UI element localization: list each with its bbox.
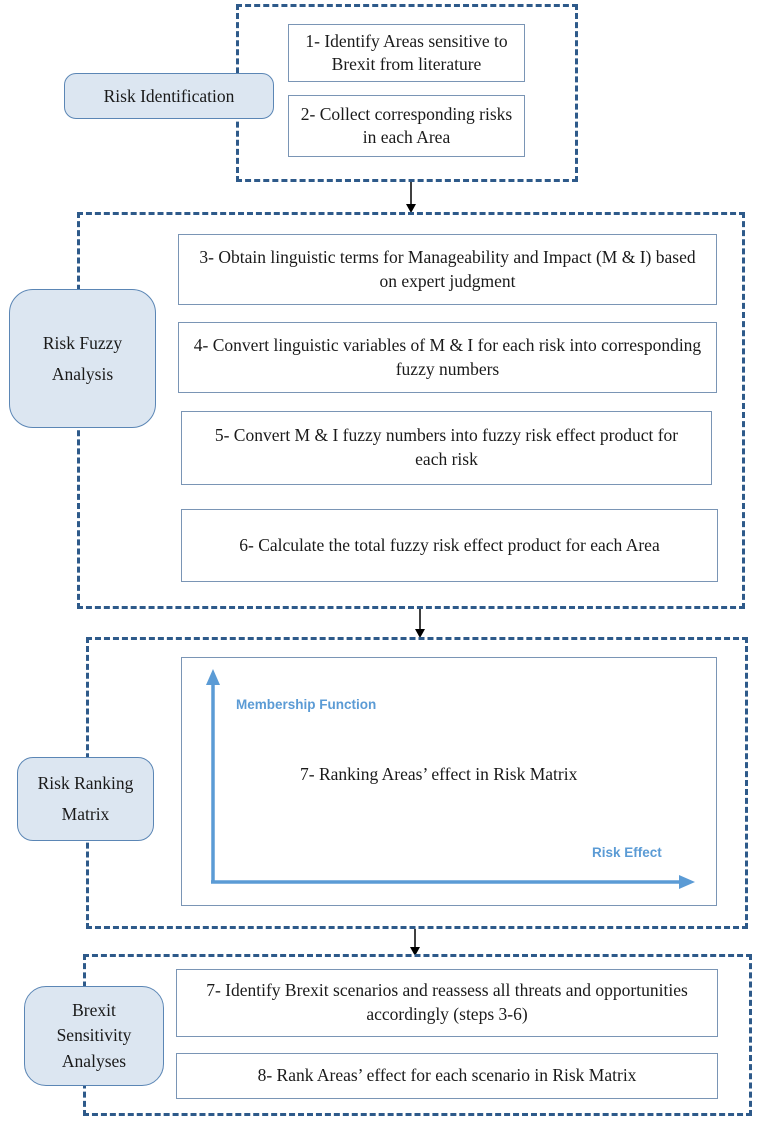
- risk-fuzzy-analysis-label-text: Risk Fuzzy Analysis: [42, 332, 123, 384]
- risk-ranking-matrix-label: Risk Ranking Matrix: [17, 757, 154, 841]
- step-6-text: 6- Calculate the total fuzzy risk effect…: [239, 534, 660, 555]
- step-7-scenarios-box: 7- Identify Brexit scenarios and reasses…: [176, 969, 718, 1037]
- arrow-down-1: [406, 182, 416, 213]
- risk-identification-label: Risk Identification: [64, 73, 274, 119]
- x-axis-label: Risk Effect: [592, 845, 662, 860]
- step-4-box: 4- Convert linguistic variables of M & I…: [178, 322, 717, 393]
- step-5-box: 5- Convert M & I fuzzy numbers into fuzz…: [181, 411, 712, 485]
- step-6-box: 6- Calculate the total fuzzy risk effect…: [181, 509, 718, 582]
- risk-identification-label-text: Risk Identification: [103, 85, 235, 106]
- step-7-scenarios-text: 7- Identify Brexit scenarios and reasses…: [206, 980, 688, 1024]
- step-3-box: 3- Obtain linguistic terms for Manageabi…: [178, 234, 717, 305]
- brexit-sensitivity-label-text: Brexit Sensitivity Analyses: [56, 999, 132, 1071]
- step-4-text: 4- Convert linguistic variables of M & I…: [193, 334, 702, 379]
- arrow-down-2: [415, 609, 425, 638]
- step-2-box: 2- Collect corresponding risks in each A…: [288, 95, 525, 157]
- step-7-ranking-text: 7- Ranking Areas’ effect in Risk Matrix: [300, 764, 578, 784]
- step-8-text: 8- Rank Areas’ effect for each scenario …: [257, 1065, 637, 1086]
- risk-ranking-matrix-label-text: Risk Ranking Matrix: [37, 773, 134, 824]
- arrow-down-3: [410, 929, 420, 956]
- brexit-sensitivity-label: Brexit Sensitivity Analyses: [24, 986, 164, 1086]
- y-axis-label: Membership Function: [236, 697, 377, 712]
- step-2-text: 2- Collect corresponding risks in each A…: [300, 104, 513, 147]
- step-1-text: 1- Identify Areas sensitive to Brexit fr…: [305, 31, 508, 74]
- step-1-box: 1- Identify Areas sensitive to Brexit fr…: [288, 24, 525, 82]
- risk-matrix-axes: [206, 669, 695, 889]
- risk-fuzzy-analysis-label: Risk Fuzzy Analysis: [9, 289, 156, 428]
- risk-matrix-box: [181, 657, 717, 906]
- step-3-text: 3- Obtain linguistic terms for Manageabi…: [199, 246, 696, 291]
- step-8-box: 8- Rank Areas’ effect for each scenario …: [176, 1053, 718, 1099]
- step-5-text: 5- Convert M & I fuzzy numbers into fuzz…: [214, 425, 679, 469]
